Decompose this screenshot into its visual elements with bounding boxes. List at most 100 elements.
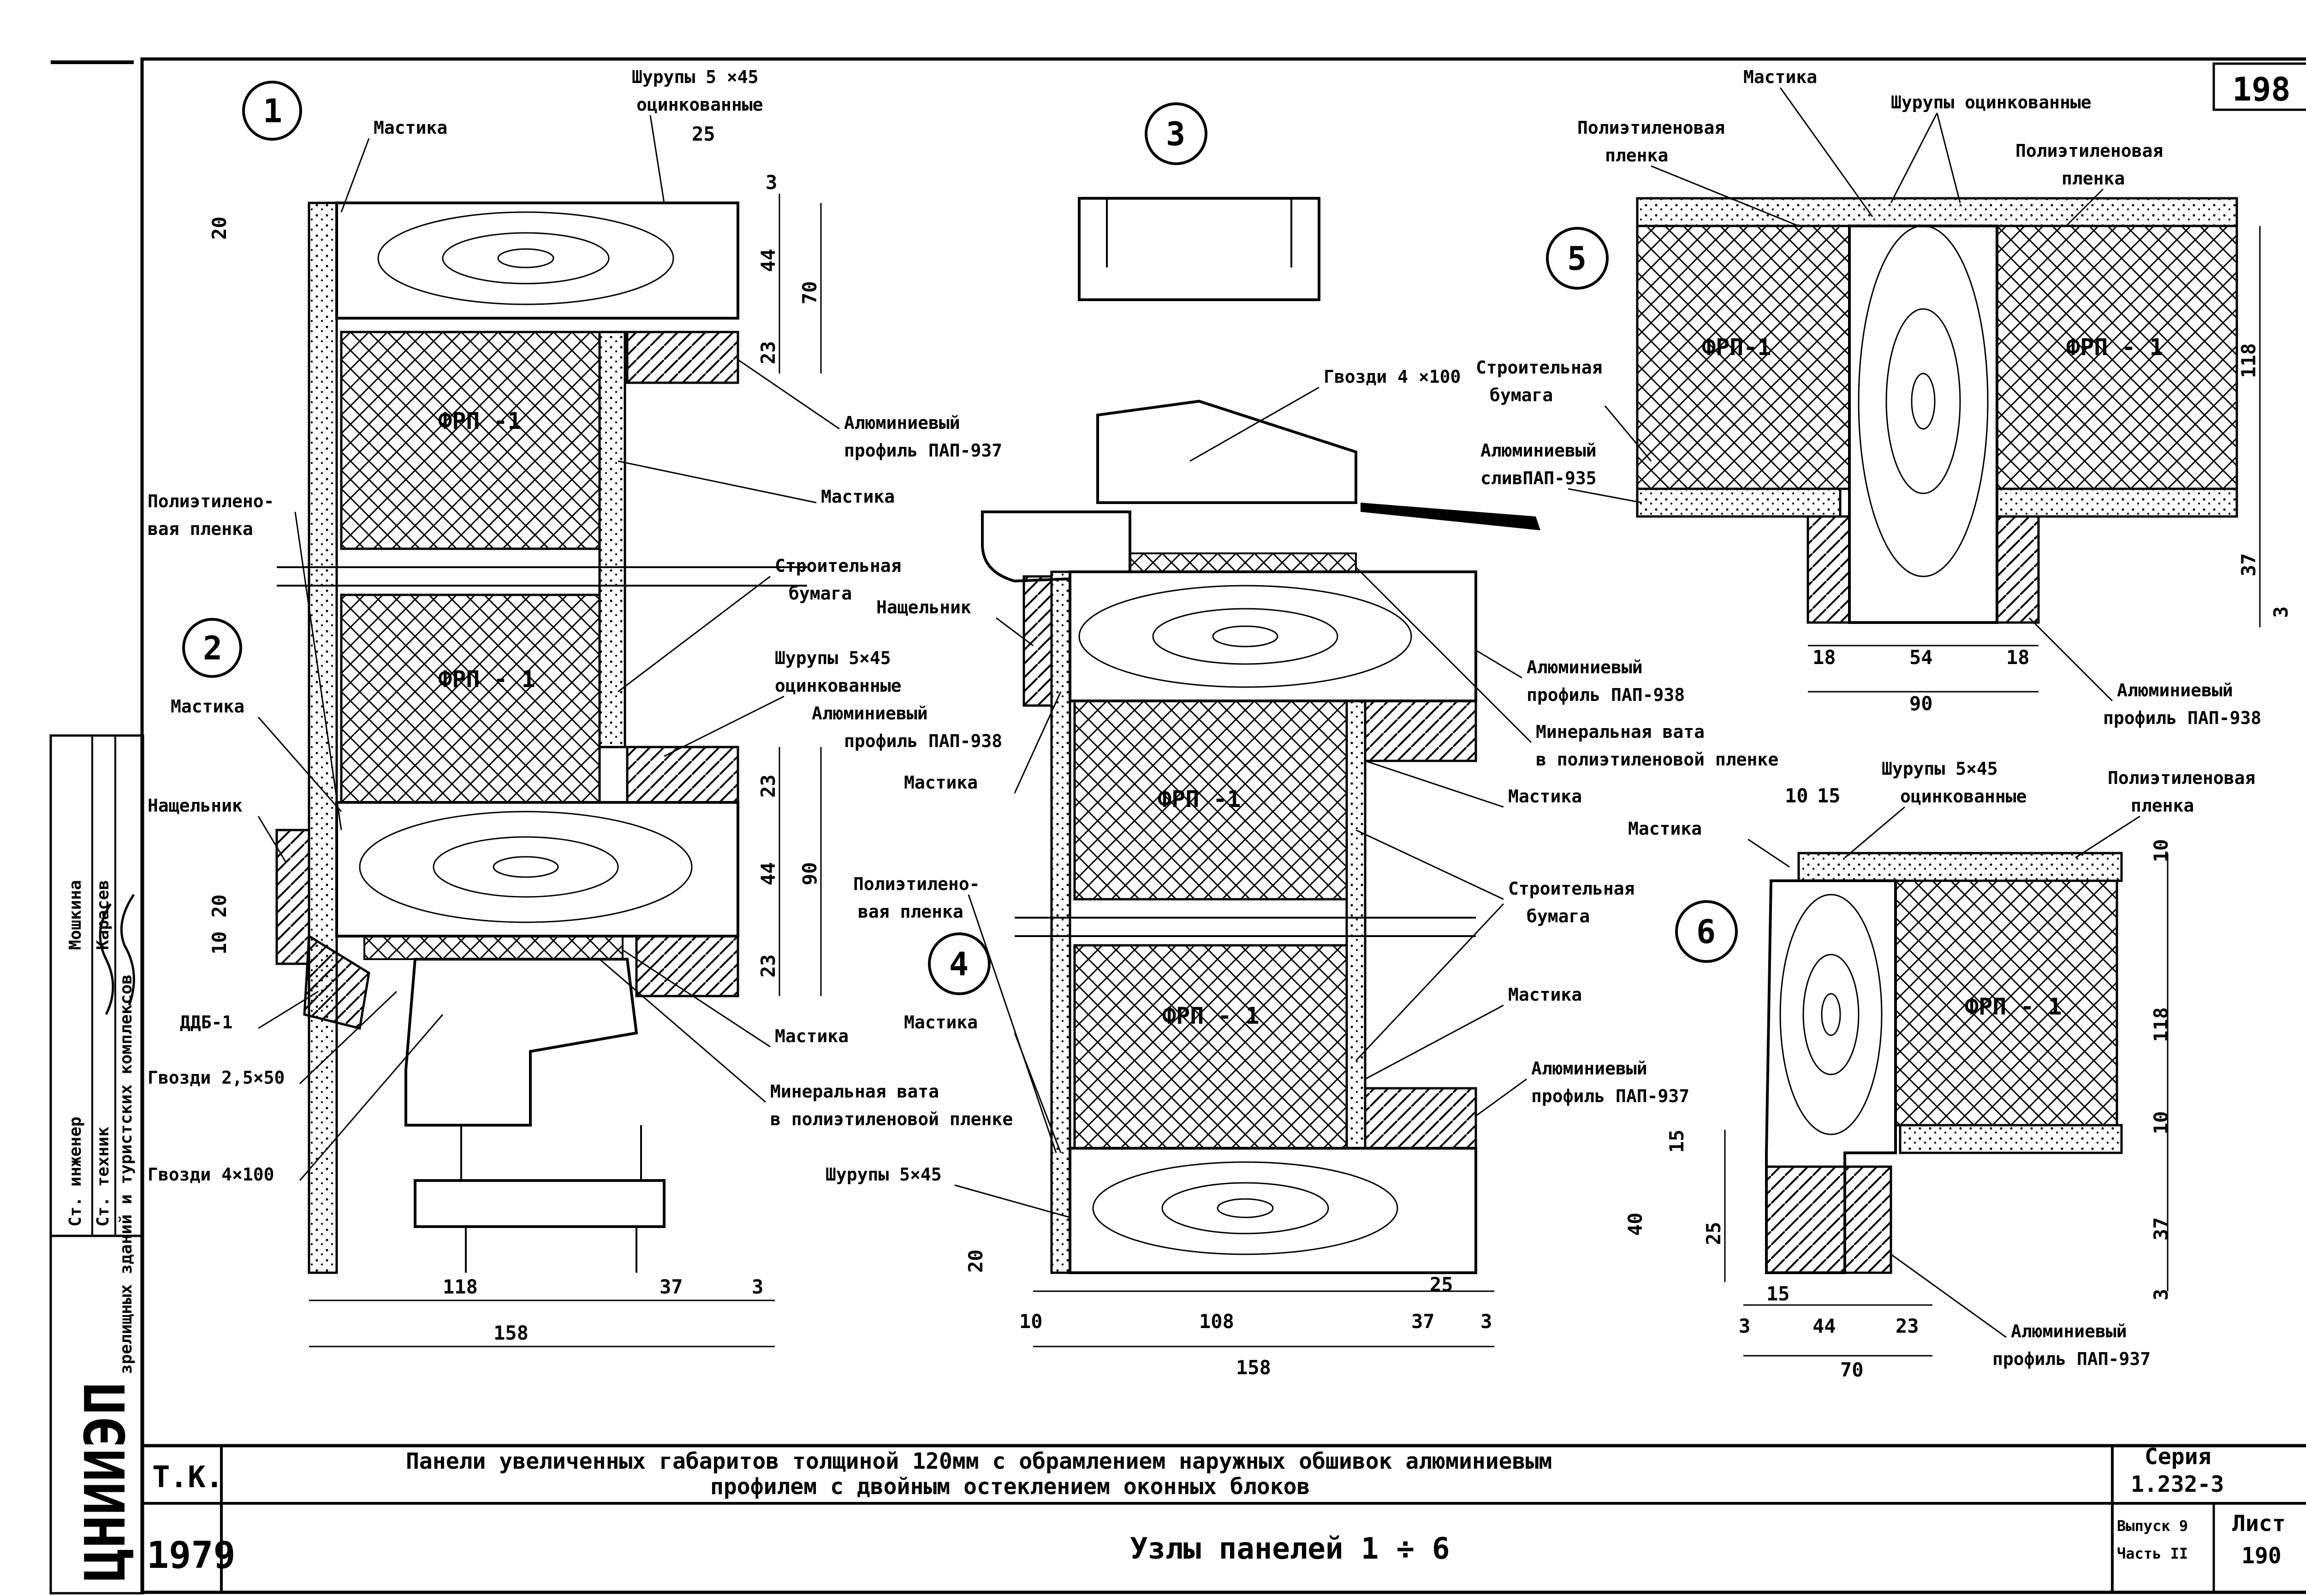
node-label-5: 5 bbox=[1567, 240, 1587, 278]
node4-dim-20: 20 bbox=[964, 1249, 987, 1273]
node2-dim-20: 20 bbox=[208, 894, 231, 918]
node2-label-wool-2: в полиэтиленовой пленке bbox=[770, 1109, 1013, 1129]
list-value: 190 bbox=[2241, 1543, 2282, 1569]
node4-dim-3: 3 bbox=[1480, 1310, 1492, 1333]
subtitle: Узлы панелей 1 ÷ 6 bbox=[1130, 1532, 1450, 1566]
node1-dim-44: 44 bbox=[757, 249, 779, 272]
node1-label-screws-2: оцинкованные bbox=[636, 95, 763, 115]
node2-dim-118: 118 bbox=[443, 1276, 478, 1298]
node6-label-profile-code: профиль ПАП-937 bbox=[1992, 1349, 2151, 1369]
node2-label-cover-strip: Нащельник bbox=[148, 795, 243, 816]
node2-label-profile-code: профиль ПАП-938 bbox=[844, 731, 1002, 751]
node1-label-profile-code: профиль ПАП-937 bbox=[844, 440, 1002, 461]
node5-label-poly-r1: Полиэтиленовая bbox=[2015, 141, 2163, 161]
node4-label-mastika-r: Мастика bbox=[1508, 985, 1582, 1005]
node2-dim-23a: 23 bbox=[757, 774, 779, 798]
node6-label-mastika: Мастика bbox=[1628, 819, 1702, 839]
node-5-drawing: 5 18 54 18 90 118 37 3 Мастика Шурупы оц… bbox=[1476, 67, 2292, 728]
node6-dim-37: 37 bbox=[2150, 1217, 2172, 1240]
sheet-number: 198 bbox=[2232, 71, 2290, 108]
node3-label-wool-1: Минеральная вата bbox=[1536, 722, 1705, 742]
node3-drip-sill bbox=[1361, 503, 1540, 530]
node2-ddb-board bbox=[303, 934, 370, 1030]
node-label-6: 6 bbox=[1696, 913, 1716, 951]
node5-dim-118: 118 bbox=[2237, 343, 2260, 378]
node3-label-profile-name: Алюминиевый bbox=[1527, 657, 1643, 677]
node1-dim-23: 23 bbox=[757, 341, 779, 364]
node-3-drawing: 3 4 10 108 37 3 158 20 25 bbox=[826, 102, 1778, 1379]
node1-label-poly-1: Полиэтилено- bbox=[148, 491, 274, 511]
node4-label-screws: Шурупы 5×45 bbox=[826, 1164, 942, 1185]
node4-dim-158: 158 bbox=[1236, 1356, 1271, 1379]
node5-timber-post bbox=[1848, 225, 1998, 624]
node5-profile-left bbox=[1807, 515, 1851, 624]
node-label-3: 3 bbox=[1166, 115, 1185, 153]
node6-dim-44: 44 bbox=[1813, 1315, 1836, 1337]
node3-label-cover-strip: Нащельник bbox=[876, 597, 971, 617]
node5-dim-37: 37 bbox=[2237, 553, 2260, 576]
node4-aluminium-profile bbox=[1364, 1087, 1477, 1150]
stamp-org: ЦНИИЭП bbox=[74, 1382, 138, 1582]
node5-label-paper-2: бумага bbox=[1490, 385, 1553, 405]
node6-label-poly-1: Полиэтиленовая bbox=[2108, 768, 2255, 788]
node2-dim-44: 44 bbox=[757, 862, 779, 885]
node2-dim-10: 10 bbox=[208, 931, 231, 955]
title-line-2: профилем с двойным остеклением оконных б… bbox=[710, 1474, 1310, 1500]
node3-label-profile-code: профиль ПАП-938 bbox=[1527, 685, 1685, 705]
node-marker-2 bbox=[182, 618, 242, 678]
node1-label-screws-1: Шурупы 5 ×45 bbox=[632, 67, 759, 87]
node5-label-sliv-1: Алюминиевый bbox=[1480, 440, 1597, 461]
node1-aluminium-profile bbox=[626, 331, 739, 384]
node2-label-ddb: ДДБ-1 bbox=[180, 1012, 232, 1032]
node3-label-poly-2: вая пленка bbox=[858, 902, 963, 922]
node5-label-profile-name: Алюминиевый bbox=[2117, 680, 2233, 700]
node5-frp-left bbox=[1636, 225, 1851, 490]
node4-label-mastika: Мастика bbox=[904, 1012, 978, 1032]
node2-dim-3: 3 bbox=[752, 1276, 763, 1298]
node2-frp-panel bbox=[340, 593, 601, 804]
seria-value: 1.232-3 bbox=[2131, 1471, 2224, 1497]
node3-frp-panel bbox=[1073, 700, 1348, 901]
node6-sheathing-bottom bbox=[1899, 1124, 2123, 1154]
node2-label-screws-2: оцинкованные bbox=[775, 676, 902, 696]
node6-dim-3h: 3 bbox=[1739, 1315, 1750, 1337]
node6-aluminium-profile bbox=[1765, 1165, 1892, 1274]
stamp-name-2: Карасев bbox=[94, 880, 113, 950]
node2-aluminium-profile-top bbox=[626, 746, 739, 804]
node5-sheathing-bottom-left bbox=[1636, 487, 1842, 518]
node3-window-upper bbox=[1078, 197, 1320, 301]
node5-label-frp-right: ФРП - 1 bbox=[2066, 334, 2163, 361]
title-block: Т.К. 1979 Панели увеличенных габаритов т… bbox=[142, 1444, 2306, 1592]
node3-label-nails: Гвозди 4 ×100 bbox=[1324, 367, 1461, 387]
node2-window-frame bbox=[404, 958, 638, 1127]
node1-label-mastika: Мастика bbox=[374, 118, 447, 138]
node2-label-screws-1: Шурупы 5×45 bbox=[775, 648, 891, 668]
node4-dim-25: 25 bbox=[1430, 1273, 1453, 1296]
seria-label: Серия bbox=[2145, 1444, 2211, 1470]
node6-dim-3: 3 bbox=[2150, 1289, 2172, 1300]
node6-dim-15h: 15 bbox=[1766, 1282, 1790, 1305]
node-label-1: 1 bbox=[263, 92, 282, 130]
node1-label-paper-2: бумага bbox=[789, 583, 852, 604]
node2-aluminium-profile-bottom bbox=[635, 935, 739, 997]
node4-label-profile-code: профиль ПАП-937 bbox=[1531, 1086, 1689, 1106]
node6-dim-40: 40 bbox=[1624, 1212, 1646, 1236]
node4-frp-panel bbox=[1073, 944, 1348, 1150]
node1-timber-frame bbox=[335, 202, 739, 320]
stamp-role-1: Ст. инженер bbox=[66, 1117, 85, 1227]
node-6-drawing: 6 10 15 10 118 10 37 3 15 40 25 3 15 44 … bbox=[1624, 759, 2255, 1381]
node3-label-frp: ФРП -1 bbox=[1158, 786, 1241, 813]
node4-label-profile-name: Алюминиевый bbox=[1531, 1058, 1647, 1079]
node-marker-6 bbox=[1675, 900, 1738, 963]
node2-dim-90: 90 bbox=[798, 862, 821, 885]
node2-label-profile-name: Алюминиевый bbox=[812, 703, 928, 724]
node1-label-profile-name: Алюминиевый bbox=[844, 413, 960, 433]
node5-label-screws: Шурупы оцинкованные bbox=[1891, 92, 2092, 113]
signature-2 bbox=[120, 894, 135, 1006]
node-marker-5 bbox=[1546, 227, 1609, 290]
node5-dim-3: 3 bbox=[2270, 606, 2292, 618]
node2-label-wool-1: Минеральная вата bbox=[770, 1081, 939, 1102]
node5-dim-54: 54 bbox=[1909, 646, 1933, 669]
node2-label-mastika: Мастика bbox=[171, 696, 244, 717]
node3-window-sill-board bbox=[981, 510, 1131, 583]
